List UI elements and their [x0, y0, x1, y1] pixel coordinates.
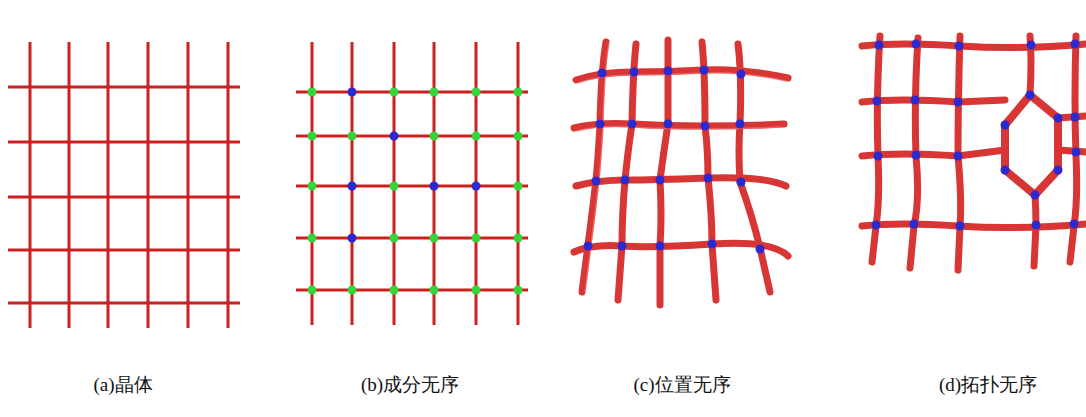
topological-atoms	[872, 40, 1081, 231]
panel-caption: (b)成分无序	[361, 372, 459, 398]
positional-atoms	[584, 66, 765, 254]
topological-grid	[862, 36, 1086, 270]
composition-grid	[296, 42, 528, 325]
composition-atoms	[308, 88, 523, 295]
panel-caption: (d)拓扑无序	[939, 372, 1037, 398]
panel-caption: (a)晶体	[93, 372, 152, 398]
panel-caption: (c)位置无序	[633, 372, 730, 398]
positional-grid	[574, 40, 788, 305]
positional-grid-texture	[576, 42, 786, 292]
crystal-grid	[8, 42, 240, 328]
